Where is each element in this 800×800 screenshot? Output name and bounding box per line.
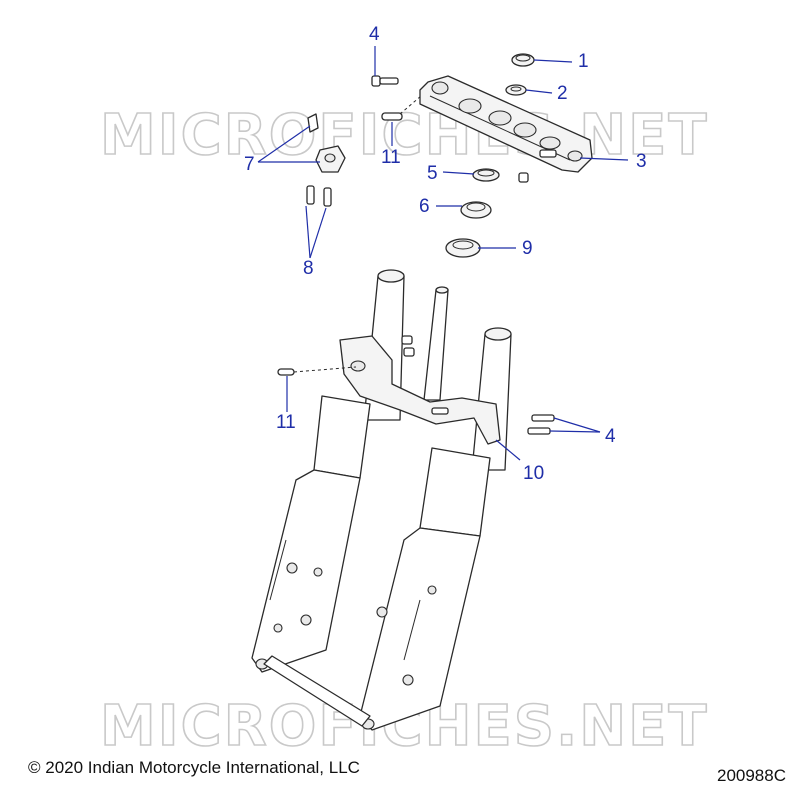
callout-7: 7 — [244, 154, 255, 175]
pin-11-top — [381, 89, 429, 121]
clamp-bracket-7 — [307, 113, 346, 173]
callout-4-lower: 4 — [605, 426, 616, 447]
callout-4-top: 4 — [369, 24, 380, 45]
callout-6: 6 — [419, 196, 430, 217]
washer-2 — [505, 84, 527, 96]
callout-3: 3 — [636, 151, 647, 172]
bolt-4-top — [371, 75, 399, 87]
lock-ring-5 — [472, 168, 529, 183]
bearing-6 — [460, 201, 492, 219]
top-triple-clamp-3 — [419, 75, 593, 173]
pin-11-lower — [277, 366, 357, 376]
leader-lines — [257, 46, 629, 461]
drawing-number: 200988C — [716, 766, 786, 785]
callout-1: 1 — [578, 51, 589, 72]
nut-1 — [511, 53, 535, 67]
callout-8: 8 — [303, 258, 314, 279]
bearing-9 — [445, 238, 481, 258]
callout-2: 2 — [557, 83, 568, 104]
callout-11-lower: 11 — [276, 412, 296, 433]
callout-11-top: 11 — [381, 147, 401, 168]
callout-5: 5 — [427, 163, 438, 184]
watermark-top: MICROFICHES.NET — [100, 103, 709, 168]
bolts-8 — [306, 185, 332, 207]
callout-10: 10 — [523, 463, 544, 484]
copyright-notice: © 2020 Indian Motorcycle International, … — [28, 758, 360, 777]
callout-9: 9 — [522, 238, 533, 259]
front-fork-assembly — [251, 269, 512, 731]
